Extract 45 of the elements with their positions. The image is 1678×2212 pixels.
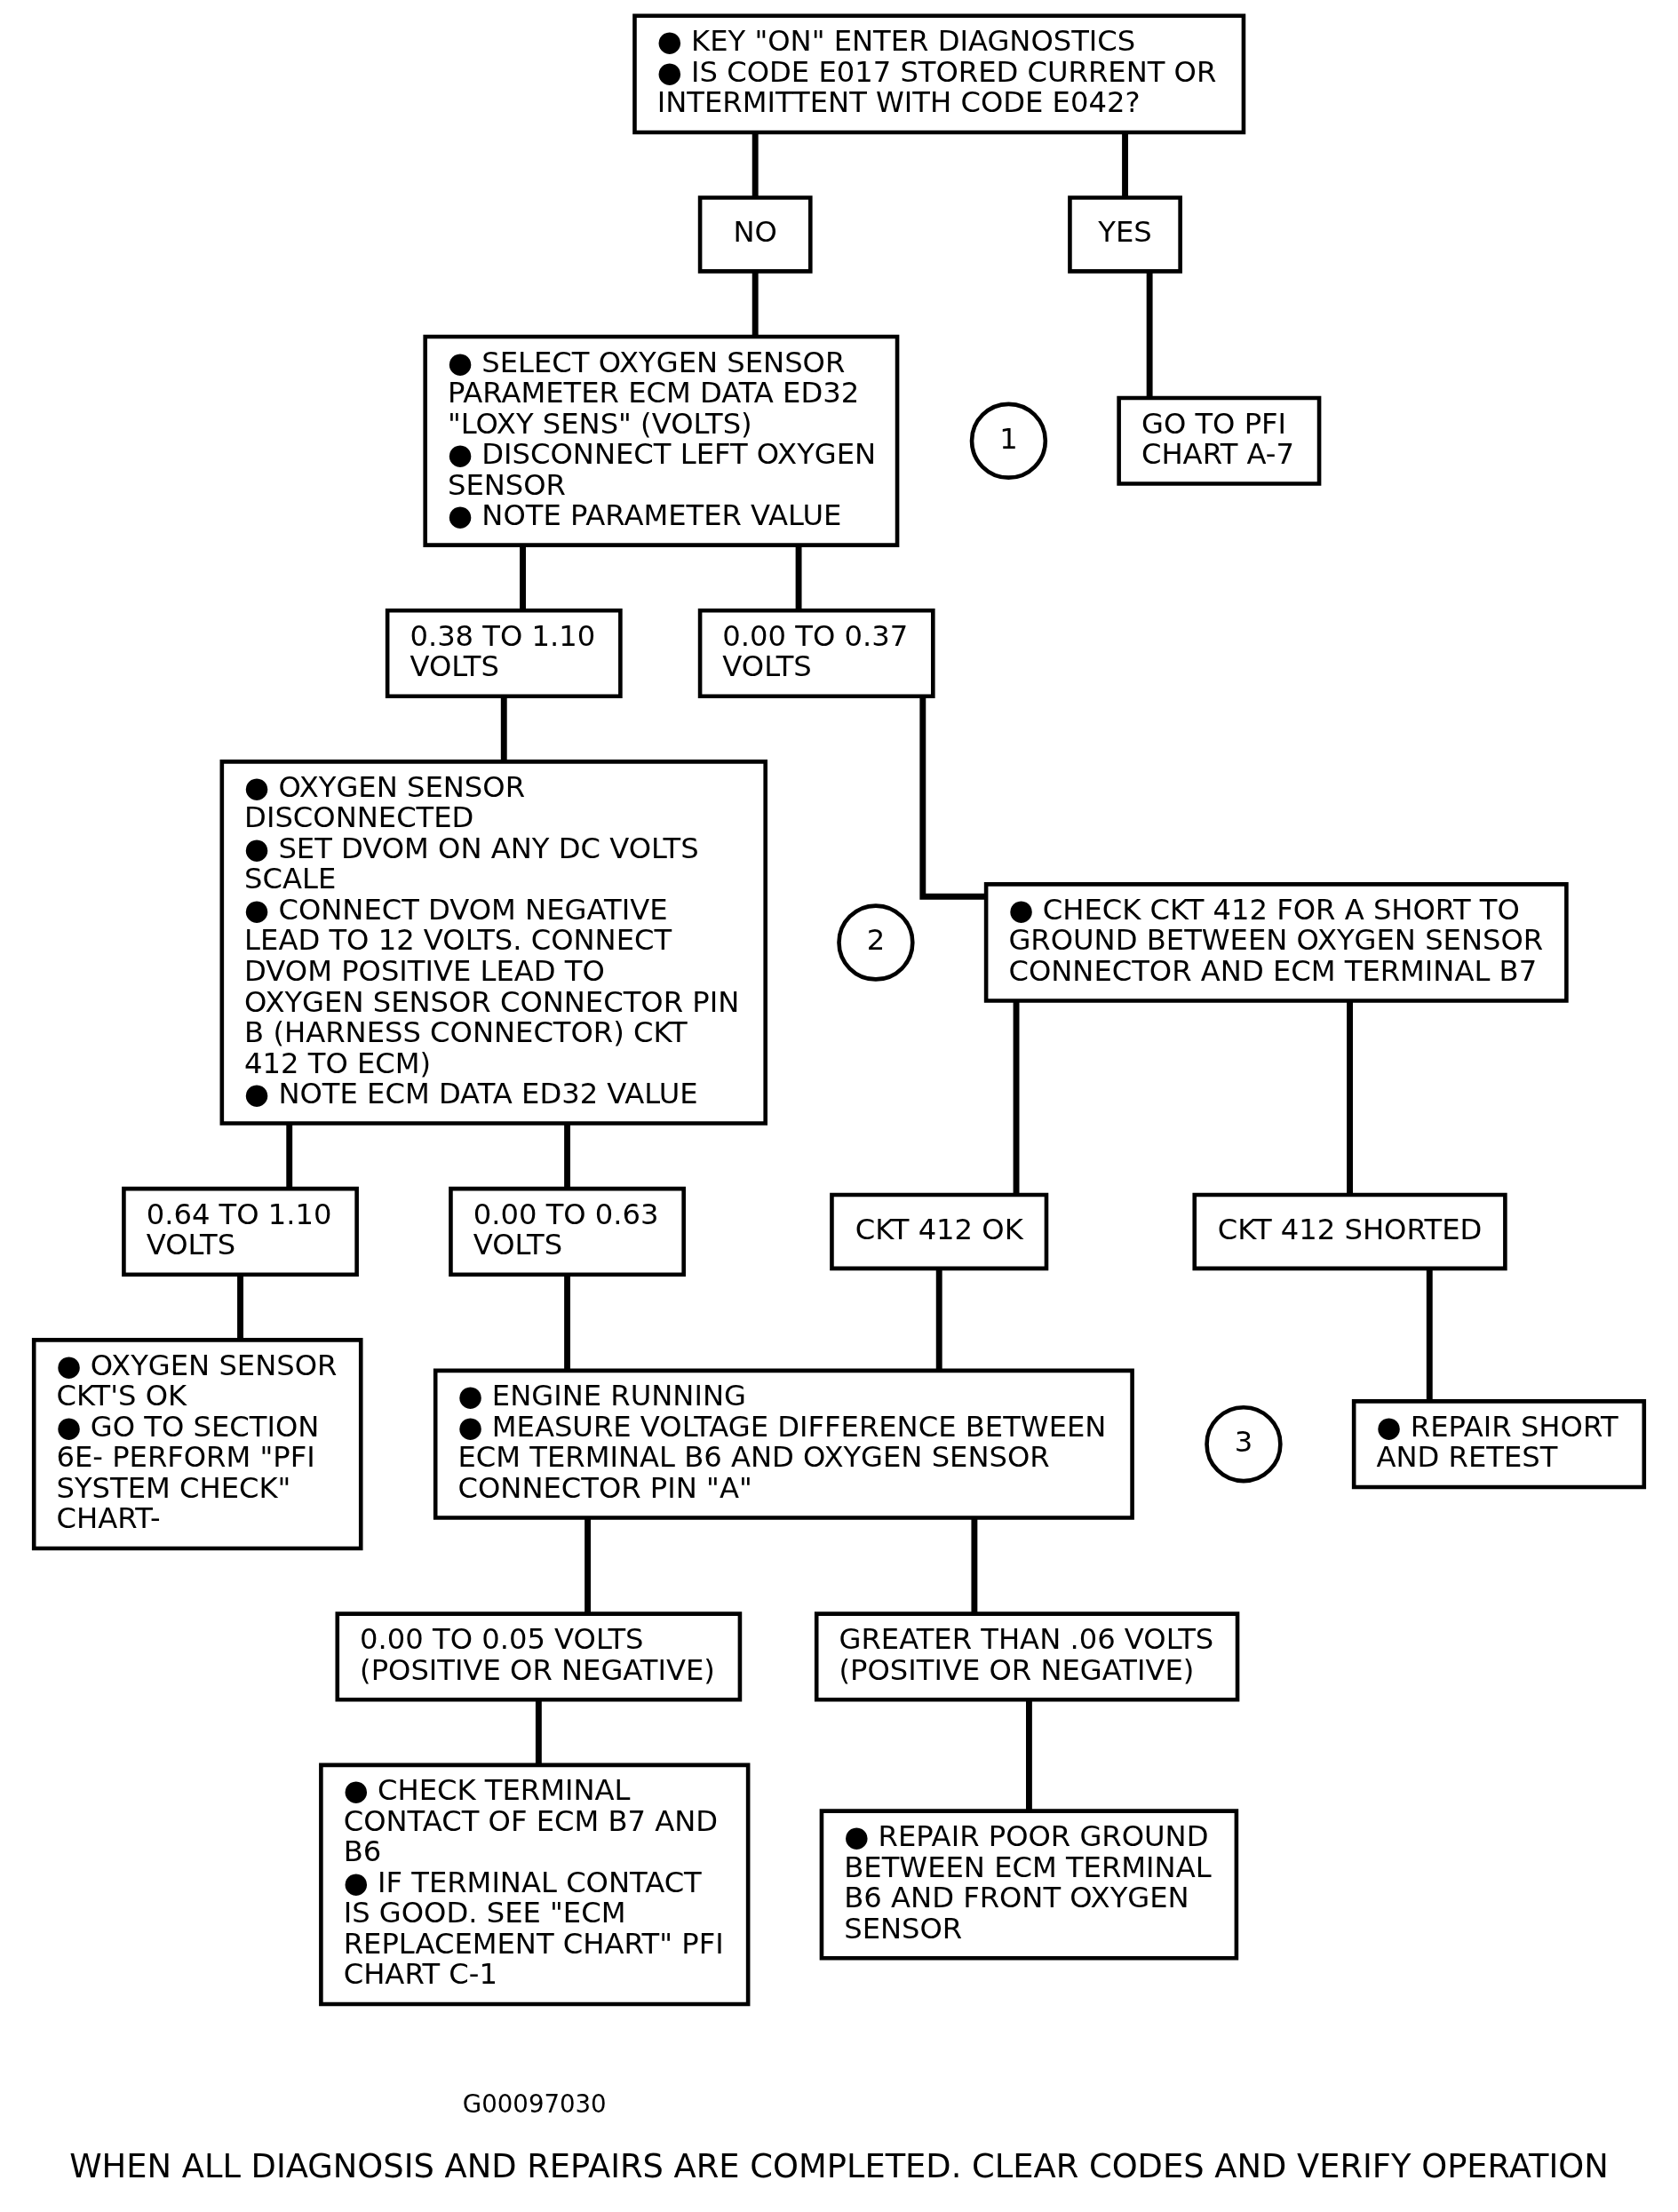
connector [585, 1517, 592, 1614]
connector [935, 1269, 942, 1370]
node-circle: 1 [969, 402, 1048, 480]
node-box: CKT 412 OK [830, 1192, 1049, 1271]
node-box: ● REPAIR SHORT AND RETEST [1351, 1399, 1647, 1490]
connector [535, 1699, 542, 1765]
node-box: CKT 412 SHORTED [1192, 1192, 1507, 1271]
connector [1122, 132, 1128, 197]
node-circle: 3 [1205, 1405, 1283, 1484]
node-box: ● OXYGEN SENSOR CKT'S OK ● GO TO SECTION 6E- PERFORM "PFI SYSTEM CHECK" CHART- [31, 1338, 363, 1551]
node-box: ● KEY "ON" ENTER DIAGNOSTICS ● IS CODE E017 STORED CURRENT OR INTERMITTENT WITH CODE E042? [632, 13, 1246, 135]
node-box: GREATER THAN .06 VOLTS (POSITIVE OR NEGATIVE) [814, 1611, 1240, 1702]
connector [971, 1517, 978, 1614]
connector [564, 1274, 571, 1371]
connector [1146, 271, 1153, 398]
connector [752, 271, 759, 337]
node-circle: 2 [837, 903, 915, 982]
node-box: 0.00 TO 0.63 VOLTS [449, 1186, 686, 1277]
node-box: ● OXYGEN SENSOR DISCONNECTED ● SET DVOM ON ANY DC VOLTS SCALE ● CONNECT DVOM NEGATIVE LEAD TO 12 VOLTS. CONNECT DVOM POSITIVE LEAD TO OXYGEN SENSOR CONNECTOR PIN B (HARNESS CONNECTOR) CKT 412 TO ECM) ● NOTE ECM DATA ED32 VALUE [219, 760, 767, 1126]
connector [752, 132, 759, 197]
node-box: ● CHECK TERMINAL CONTACT OF ECM B7 AND B6 ● IF TERMINAL CONTACT IS GOOD. SEE "ECM REPLACEMENT CHART" PFI CHART C-1 [319, 1762, 751, 2007]
connector [286, 1124, 293, 1189]
node-box: YES [1068, 195, 1182, 274]
node-box: GO TO PFI CHART A-7 [1117, 395, 1322, 486]
connector [1426, 1269, 1433, 1402]
node-box: ● SELECT OXYGEN SENSOR PARAMETER ECM DATA ED32 "LOXY SENS" (VOLTS) ● DISCONNECT LEFT OXYGEN SENSOR ● NOTE PARAMETER VALUE [423, 334, 900, 547]
node-box: 0.00 TO 0.37 VOLTS [697, 608, 935, 699]
connector [919, 696, 986, 900]
connector [500, 696, 507, 762]
connector [237, 1274, 243, 1341]
connector [795, 545, 802, 610]
connector [1347, 1000, 1353, 1195]
node-box: ● CHECK CKT 412 FOR A SHORT TO GROUND BETWEEN OXYGEN SENSOR CONNECTOR AND ECM TERMINAL B7 [983, 882, 1569, 1003]
node-box: 0.64 TO 1.10 VOLTS [122, 1186, 359, 1277]
node-box: 0.00 TO 0.05 VOLTS (POSITIVE OR NEGATIVE) [335, 1611, 743, 1702]
connector [1025, 1699, 1032, 1811]
node-box: ● REPAIR POOR GROUND BETWEEN ECM TERMINAL B6 AND FRONT OXYGEN SENSOR [819, 1809, 1239, 1961]
connector [1013, 1000, 1020, 1195]
node-box: ● ENGINE RUNNING ● MEASURE VOLTAGE DIFFERENCE BETWEEN ECM TERMINAL B6 AND OXYGEN SENSOR CONNECTOR PIN "A" [433, 1368, 1134, 1520]
connector [520, 545, 526, 610]
label: G00097030 [462, 2089, 607, 2120]
node-box: 0.38 TO 1.10 VOLTS [385, 608, 623, 699]
caption: WHEN ALL DIAGNOSIS AND REPAIRS ARE COMPLETED. CLEAR CODES AND VERIFY OPERATION [69, 2147, 1609, 2186]
node-box: NO [697, 195, 813, 274]
connector [564, 1124, 571, 1189]
